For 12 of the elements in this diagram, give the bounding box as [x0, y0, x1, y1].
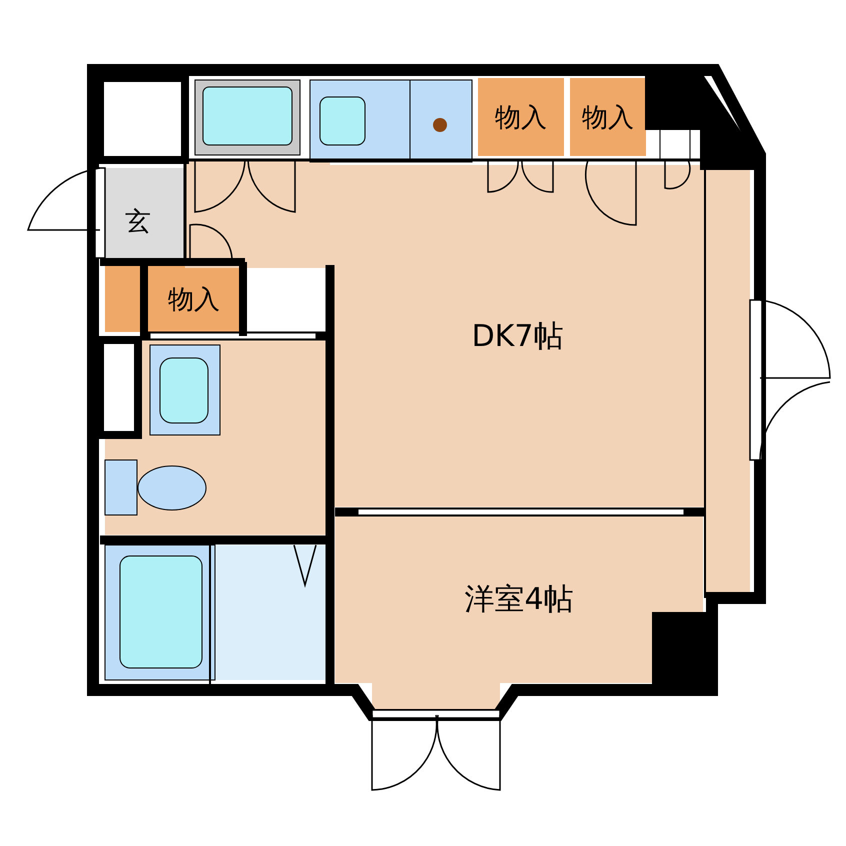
room-label: 玄 [125, 206, 151, 239]
room-area [335, 515, 703, 683]
room-label: 物入 [495, 102, 547, 134]
room-area [570, 78, 646, 156]
room-area [103, 168, 185, 260]
room-area [148, 266, 240, 332]
room-label: 物入 [168, 284, 220, 316]
room-label: 洋室4帖 [464, 580, 574, 618]
room-area [478, 78, 564, 156]
room-area [330, 165, 705, 507]
room-label: 物入 [582, 102, 634, 134]
room-label: DK7帖 [472, 318, 564, 356]
